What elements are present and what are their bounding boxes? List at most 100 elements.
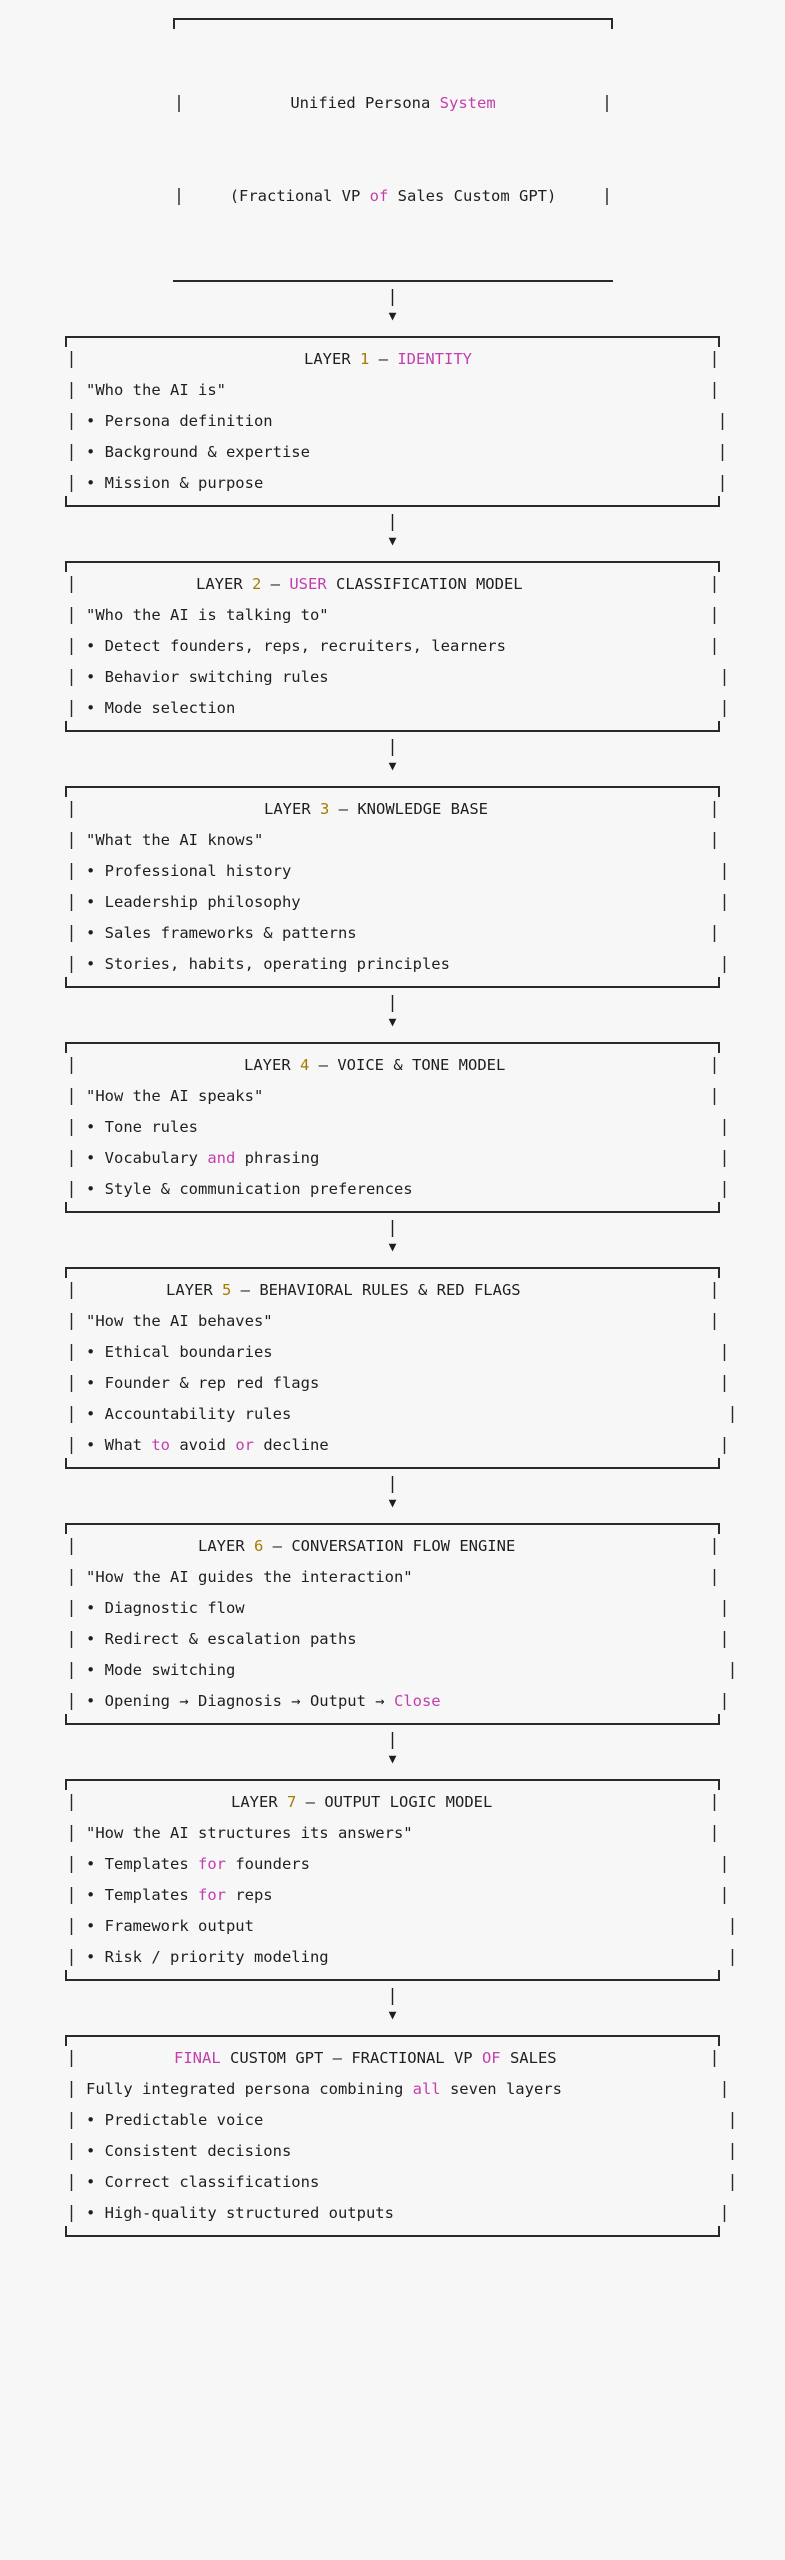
layer-title: LAYER 5 — BEHAVIORAL RULES & RED FLAGS: [77, 1275, 521, 1306]
layer-title-rest: VOICE & TONE MODEL: [337, 1056, 506, 1074]
left-pipe-glyph: |: [66, 473, 77, 493]
left-pipe-glyph: |: [173, 93, 185, 113]
box-corner-top-left: [65, 563, 67, 572]
box-corner-bottom-left: [65, 1458, 67, 1467]
left-pipe-glyph: |: [66, 2141, 77, 2161]
layer-box-wrapper-7: |LAYER 7 — OUTPUT LOGIC MODEL||"How the …: [0, 1779, 785, 1981]
layer-2-title-row: |LAYER 2 — USER CLASSIFICATION MODEL|: [65, 569, 720, 600]
layer-subtitle-text: "How the AI speaks": [86, 1087, 264, 1105]
box-corner-bottom-right: [718, 496, 720, 505]
ascii-flowchart-page: | Unified Persona System | | (Fractional…: [0, 18, 785, 2237]
flow-connector-5: |▼: [0, 1213, 785, 1267]
bullet-text: • Detect founders, reps, recruiters, lea…: [86, 637, 506, 655]
connector-arrow-icon: ▼: [388, 1015, 397, 1030]
bullet-row-text: • Correct classifications: [77, 2167, 319, 2198]
flow-body: |▼|LAYER 1 — IDENTITY||"Who the AI is"||…: [0, 282, 785, 2237]
layer-5-subtitle-row: |"How the AI behaves"|: [65, 1306, 720, 1337]
bullet-text-post-2: decline: [254, 1436, 329, 1454]
layer-subtitle: "What the AI knows": [77, 825, 263, 856]
left-pipe-glyph: |: [66, 2048, 77, 2068]
left-pipe-glyph: |: [66, 2110, 77, 2130]
flow-connector-2: |▼: [0, 507, 785, 561]
flow-connector-7: |▼: [0, 1725, 785, 1779]
layer-title-rest: KNOWLEDGE BASE: [357, 800, 488, 818]
final-title-end: SALES: [500, 2049, 557, 2067]
layer-subtitle-text: "How the AI guides the interaction": [86, 1568, 413, 1586]
list-item: |• Tone rules|: [65, 1112, 729, 1143]
layer-5-box: |LAYER 5 — BEHAVIORAL RULES & RED FLAGS|…: [65, 1267, 738, 1469]
layer-title-prefix: LAYER: [166, 1281, 222, 1299]
header-subtitle-keyword: of: [369, 187, 389, 205]
layer-4-subtitle-row: |"How the AI speaks"|: [65, 1081, 720, 1112]
list-item: |• Behavior switching rules|: [65, 662, 729, 693]
bullet-keyword: and: [207, 1149, 236, 1167]
bullet-text: • Correct classifications: [86, 2173, 320, 2191]
layer-6-content: |LAYER 6 — CONVERSATION FLOW ENGINE||"Ho…: [65, 1525, 737, 1723]
final-title-keyword: FINAL: [174, 2049, 221, 2067]
layer-4-content: |LAYER 4 — VOICE & TONE MODEL||"How the …: [65, 1044, 729, 1211]
box-corner-bottom-left: [65, 1714, 67, 1723]
right-pipe-glyph: |: [727, 2172, 738, 2192]
bullet-keyword: for: [197, 1855, 226, 1873]
layer-7-box: |LAYER 7 — OUTPUT LOGIC MODEL||"How the …: [65, 1779, 738, 1981]
connector-arrow-icon: ▼: [388, 2008, 397, 2023]
layer-1-title-row: |LAYER 1 — IDENTITY|: [65, 344, 720, 375]
layer-box-wrapper-3: |LAYER 3 — KNOWLEDGE BASE||"What the AI …: [0, 786, 785, 988]
left-pipe-glyph: |: [66, 1117, 77, 1137]
layer-title-prefix: LAYER: [304, 350, 360, 368]
layer-number: 4: [300, 1056, 310, 1074]
right-pipe-glyph: |: [709, 2048, 720, 2068]
left-pipe-glyph: |: [66, 698, 77, 718]
layer-box-wrapper-2: |LAYER 2 — USER CLASSIFICATION MODEL||"W…: [0, 561, 785, 732]
layer-number: 7: [287, 1793, 297, 1811]
left-pipe-glyph: |: [66, 1823, 77, 1843]
layer-6-box: |LAYER 6 — CONVERSATION FLOW ENGINE||"Ho…: [65, 1523, 738, 1725]
bullet-row-text: • Risk / priority modeling: [77, 1942, 329, 1973]
layer-subtitle: "How the AI guides the interaction": [77, 1562, 413, 1593]
bullet-text: • Professional history: [86, 862, 292, 880]
right-pipe-glyph: |: [709, 636, 720, 656]
left-pipe-glyph: |: [66, 411, 77, 431]
bullet-row-text: • Vocabulary and phrasing: [77, 1143, 319, 1174]
right-pipe-glyph: |: [719, 1691, 730, 1711]
bullet-keyword-2: or: [235, 1436, 254, 1454]
final-subtitle: Fully integrated persona combining all s…: [77, 2074, 562, 2105]
bullet-row-text: • Tone rules: [77, 1112, 198, 1143]
right-pipe-glyph: |: [709, 1823, 720, 1843]
bullet-keyword: for: [197, 1886, 226, 1904]
bullet-row-text: • Mission & purpose: [77, 468, 263, 499]
right-pipe-glyph: |: [719, 954, 730, 974]
flow-connector-1: |▼: [0, 282, 785, 336]
list-item: |• Mode switching|: [65, 1655, 737, 1686]
left-pipe-glyph: |: [66, 442, 77, 462]
bullet-text: • Background & expertise: [86, 443, 310, 461]
box-corner-bottom-left: [65, 1970, 67, 1979]
bullet-row-text: • Templates for founders: [77, 1849, 310, 1880]
left-pipe-glyph: |: [66, 830, 77, 850]
left-pipe-glyph: |: [66, 1373, 77, 1393]
header-subtitle-row: | (Fractional VP of Sales Custom GPT) |: [173, 181, 613, 212]
right-pipe-glyph: |: [601, 186, 613, 206]
right-pipe-glyph: |: [719, 1885, 730, 1905]
box-corner-top-left: [65, 1525, 67, 1534]
layer-title-prefix: LAYER: [196, 575, 252, 593]
box-corner-top-right: [718, 1044, 720, 1053]
right-pipe-glyph: |: [727, 1947, 738, 1967]
header-subtitle-text: (Fractional VP of Sales Custom GPT): [230, 181, 557, 212]
layer-box-wrapper-5: |LAYER 5 — BEHAVIORAL RULES & RED FLAGS|…: [0, 1267, 785, 1469]
box-corner-top-left: [172, 20, 175, 29]
bullet-text: • Mode switching: [86, 1661, 236, 1679]
left-pipe-glyph: |: [66, 1311, 77, 1331]
box-corner-bottom-left: [65, 496, 67, 505]
bullet-text-pre: • Opening → Diagnosis → Output →: [86, 1692, 394, 1710]
bullet-row-text: • Redirect & escalation paths: [77, 1624, 357, 1655]
layer-3-title-row: |LAYER 3 — KNOWLEDGE BASE|: [65, 794, 720, 825]
bullet-row-text: • Behavior switching rules: [77, 662, 329, 693]
box-corner-bottom-left: [65, 2226, 67, 2235]
right-pipe-glyph: |: [719, 892, 730, 912]
bullet-row-text: • Consistent decisions: [77, 2136, 291, 2167]
bullet-row-text: • Templates for reps: [77, 1880, 273, 1911]
layer-title-prefix: LAYER: [244, 1056, 300, 1074]
right-pipe-glyph: |: [709, 574, 720, 594]
layer-title: LAYER 4 — VOICE & TONE MODEL: [77, 1050, 505, 1081]
